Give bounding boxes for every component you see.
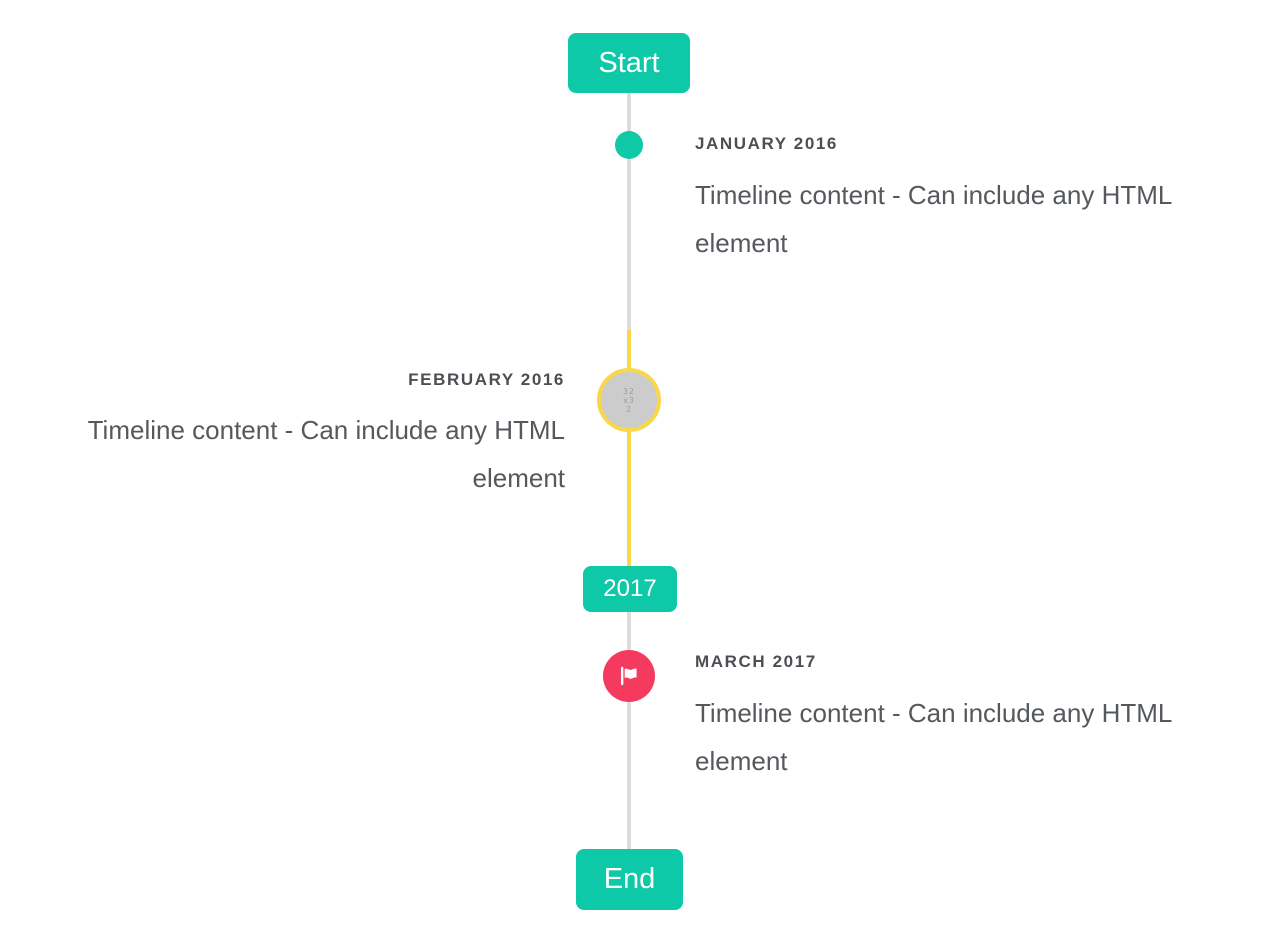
end-button[interactable]: End [576, 849, 683, 910]
event-content-march: Timeline content - Can include any HTML … [695, 698, 1172, 776]
timeline-line-segment [627, 612, 631, 849]
timeline-marker-february-image-placeholder[interactable]: 32x32 [597, 368, 661, 432]
event-title-march: MARCH 2017 [695, 652, 817, 671]
timeline-marker-march[interactable] [603, 650, 655, 702]
event-content-january: Timeline content - Can include any HTML … [695, 180, 1172, 258]
flag-icon [616, 663, 642, 689]
event-content-february: Timeline content - Can include any HTML … [87, 415, 565, 493]
year-badge: 2017 [583, 566, 677, 612]
event-title-january: JANUARY 2016 [695, 134, 838, 153]
timeline-line-segment-highlighted [627, 330, 631, 567]
timeline-line-segment [627, 93, 631, 330]
broken-image-placeholder-text: 32x32 [623, 386, 635, 414]
start-button[interactable]: Start [568, 33, 690, 93]
event-title-february: FEBRUARY 2016 [408, 370, 565, 389]
timeline-dot-january[interactable] [615, 131, 643, 159]
